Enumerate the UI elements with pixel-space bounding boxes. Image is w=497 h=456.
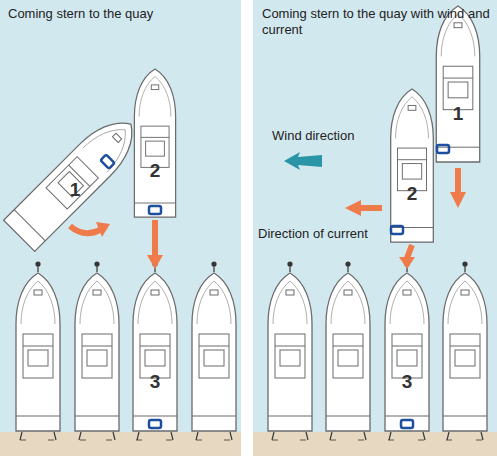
annotation: Wind direction [272,128,392,144]
boat-shape [384,272,430,432]
boat-number: 3 [402,372,413,392]
panel-heading: Coming stern to the quay [8,6,238,22]
boat-shape [132,272,178,432]
boat: 3 [384,272,430,432]
boat: 1 [5,105,145,255]
boat-number: 1 [70,180,81,200]
boat: 3 [132,272,178,432]
boat-shape [132,68,178,218]
annotation: Direction of current [258,226,386,242]
motion-arrow [147,220,163,269]
boat: 2 [132,68,178,218]
boat-number: 3 [150,372,161,392]
boat: 1 [435,5,481,163]
boat-number: 2 [150,161,161,181]
motion-arrow [399,245,415,269]
boat-shape [389,88,435,243]
boat-shape [435,5,481,163]
boat: 2 [389,88,435,243]
boat-number: 1 [453,104,464,124]
boat-number: 2 [407,184,418,204]
panel-heading: Coming stern to the quay with wind and c… [262,6,490,38]
